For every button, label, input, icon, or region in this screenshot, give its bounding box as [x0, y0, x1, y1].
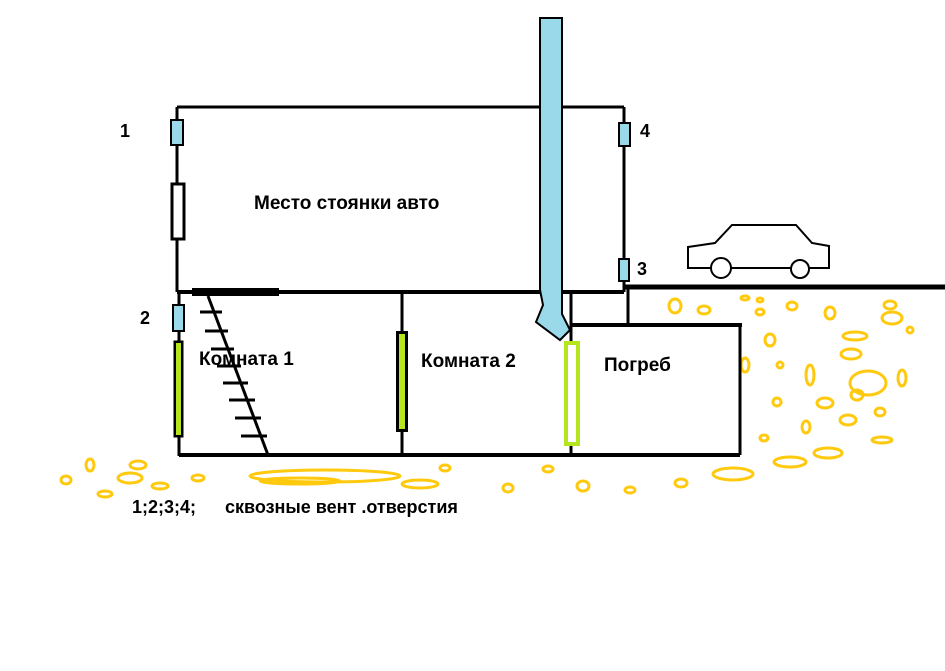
soil-oval [754, 307, 766, 317]
soil-oval [873, 406, 887, 418]
ventilation-pipe [534, 17, 572, 342]
soil-oval [623, 485, 637, 495]
soil-oval [190, 473, 206, 483]
soil-oval [785, 300, 799, 312]
soil-oval [711, 466, 755, 482]
soil-oval [815, 396, 835, 410]
soil-oval [739, 356, 751, 374]
soil-oval [804, 363, 816, 387]
room2-door-accent [399, 334, 405, 429]
vent-4 [618, 122, 631, 147]
soil-oval [739, 294, 751, 302]
soil-oval [896, 368, 908, 388]
soil-oval [841, 330, 869, 342]
soil-oval [882, 299, 898, 311]
legend-numbers: 1;2;3;4; [132, 497, 197, 517]
vent-3 [618, 258, 630, 282]
soil-oval [575, 479, 591, 493]
soil-oval [501, 482, 515, 494]
soil-oval [771, 396, 783, 408]
stairs [200, 295, 270, 456]
soil-oval [772, 455, 808, 469]
soil-oval [116, 471, 144, 485]
soil-oval [839, 347, 863, 361]
soil-oval [870, 435, 894, 445]
soil-oval [96, 489, 114, 499]
soil-oval [400, 478, 440, 490]
soil-oval [59, 474, 73, 486]
room1-door-accent [176, 343, 181, 435]
vent-4-label: 4 [640, 121, 651, 141]
vent-3-label: 3 [637, 259, 648, 279]
soil-oval [755, 296, 765, 304]
vent-2 [172, 304, 185, 332]
soil-oval [763, 332, 777, 348]
soil-oval [812, 446, 844, 460]
hatch-slab [192, 288, 279, 296]
soil-oval [673, 477, 689, 489]
garage-side-door [170, 182, 186, 241]
soil-oval [838, 413, 858, 427]
soil-oval [128, 459, 148, 471]
soil-oval [696, 304, 712, 316]
room2-label: Комната 2 [421, 351, 516, 372]
soil-oval [848, 369, 888, 397]
soil-oval [758, 433, 770, 443]
soil-oval [150, 481, 170, 491]
soil-pattern [59, 294, 915, 499]
soil-oval [667, 297, 683, 315]
soil-oval [84, 457, 96, 473]
soil-oval [849, 388, 865, 402]
vent-2-label: 2 [140, 308, 151, 328]
vent-1-label: 1 [120, 121, 131, 141]
vent-1 [170, 119, 184, 146]
legend-text: сквозные вент .отверстия [225, 497, 458, 517]
cellar-door [564, 341, 580, 446]
soil-oval [800, 419, 812, 435]
cellar-label: Погреб [604, 355, 671, 376]
soil-oval [823, 305, 837, 321]
car-icon [687, 224, 830, 279]
soil-oval [258, 476, 342, 486]
soil-oval [880, 310, 904, 326]
room1-label: Комната 1 [199, 349, 294, 370]
soil-oval [775, 360, 785, 370]
soil-oval [905, 325, 915, 335]
soil-oval [541, 464, 555, 474]
parking-label: Место стоянки авто [254, 193, 440, 214]
soil-oval [438, 463, 452, 473]
